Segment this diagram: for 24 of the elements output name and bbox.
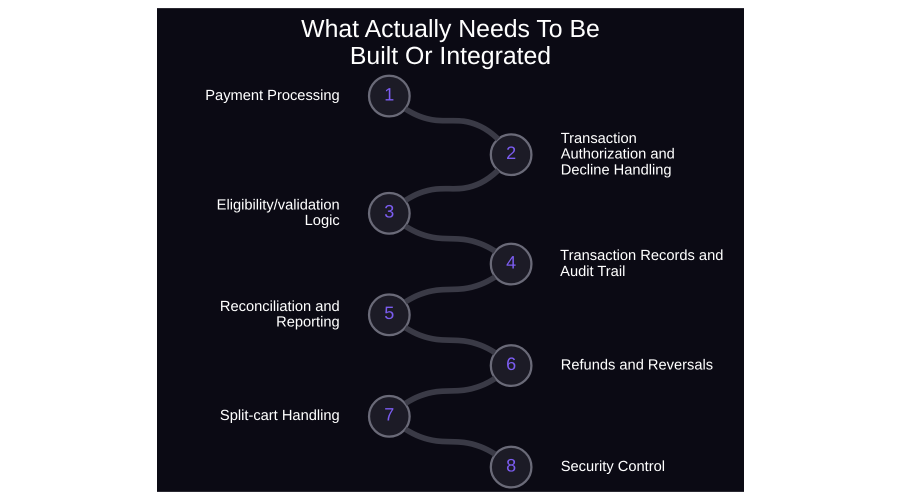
connector — [403, 325, 496, 356]
node-label: Eligibility/validation Logic — [216, 197, 340, 230]
node-circle: 5 — [367, 293, 410, 336]
node-circle: 1 — [367, 74, 410, 118]
node-circle: 2 — [489, 133, 532, 176]
node-label: Split-cart Handling — [219, 408, 340, 424]
node-label: Payment Processing — [204, 88, 340, 104]
node-label: Reconciliation and Reporting — [219, 298, 340, 331]
connector — [403, 106, 500, 142]
diagram-title: What Actually Needs To Be Built Or Integrated — [300, 16, 600, 70]
node-label: Transaction Records and Audit Trail — [560, 248, 723, 280]
node-label: Refunds and Reversals — [560, 357, 713, 374]
connector — [403, 426, 496, 457]
node-circle: 3 — [367, 192, 410, 235]
node-circle: 4 — [489, 242, 532, 286]
connector — [403, 168, 500, 203]
connector — [403, 376, 496, 406]
connector — [403, 274, 496, 304]
node-circle: 7 — [367, 394, 410, 438]
node-circle: 6 — [489, 344, 532, 388]
connector — [403, 224, 496, 254]
node-circle: 8 — [489, 446, 532, 489]
node-label: Security Control — [560, 458, 665, 475]
node-label: Transaction Authorization and Decline Handling — [560, 130, 674, 178]
